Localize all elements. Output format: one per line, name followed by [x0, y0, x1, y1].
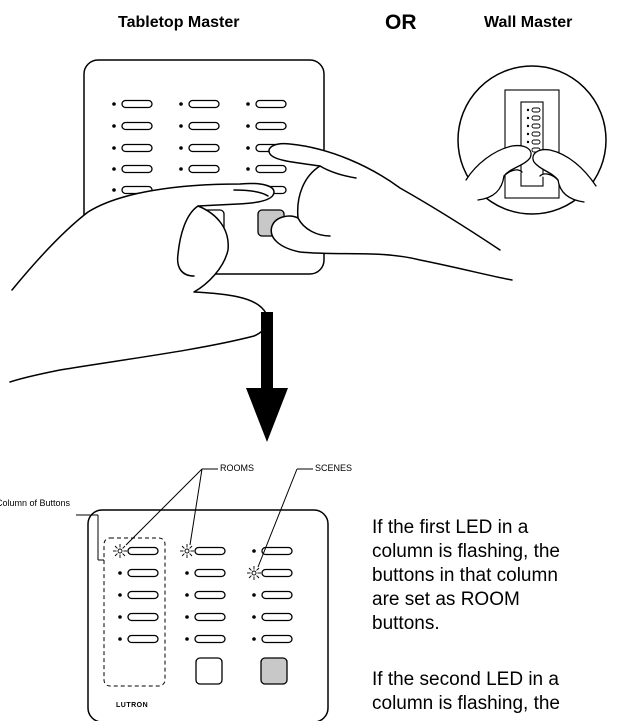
- result-panel: [87, 509, 329, 721]
- result-left-square-button: [195, 657, 223, 685]
- scene-line-1: If the second LED in a: [372, 669, 559, 690]
- tabletop-master-heading: Tabletop Master: [118, 14, 240, 31]
- scene-line-2: column is flashing, the: [372, 693, 560, 714]
- result-right-square-button: [260, 657, 288, 685]
- room-line-1: If the first LED in a: [372, 517, 529, 538]
- scenes-label: SCENES: [315, 463, 353, 473]
- left-hand-illustration: [9, 182, 275, 383]
- room-line-4: are set as ROOM: [372, 589, 520, 610]
- room-line-5: buttons.: [372, 613, 440, 634]
- brand-logo: LUTRON: [116, 702, 149, 709]
- room-line-3: buttons in that column: [372, 565, 558, 586]
- room-explanation: If the first LED in a column is flashing…: [372, 516, 560, 636]
- column-of-buttons-label: Column of Buttons: [0, 498, 71, 508]
- right-hand-illustration: [268, 142, 513, 281]
- or-heading: OR: [385, 11, 417, 34]
- down-arrow: [246, 312, 288, 442]
- room-line-2: column is flashing, the: [372, 541, 560, 562]
- wall-master-heading: Wall Master: [484, 14, 573, 31]
- rooms-label: ROOMS: [220, 463, 255, 473]
- leader-lines: [76, 468, 313, 568]
- scene-explanation: If the second LED in a column is flashin…: [372, 668, 560, 716]
- column-outline: [103, 537, 166, 687]
- wall-master-inset: [457, 65, 607, 215]
